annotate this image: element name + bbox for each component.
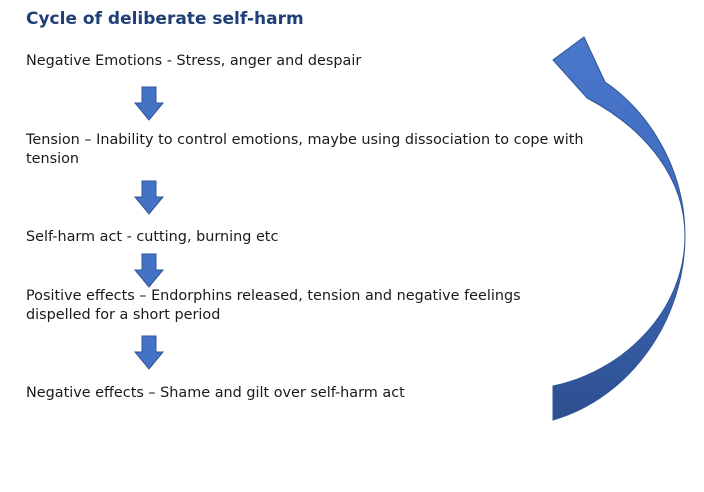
step-tension: Tension – Inability to control emotions,…: [26, 132, 584, 167]
down-arrow-icon: [133, 86, 165, 121]
step-negative-emotions: Negative Emotions - Stress, anger and de…: [26, 53, 362, 69]
step-positive-effects: Positive effects – Endorphins released, …: [26, 288, 521, 323]
down-arrow-icon: [133, 335, 165, 370]
cycle-arrow-icon: [552, 36, 686, 421]
down-arrow-icon: [133, 253, 165, 288]
down-arrow-icon: [133, 180, 165, 215]
step-self-harm-act: Self-harm act - cutting, burning etc: [26, 229, 279, 245]
diagram-title: Cycle of deliberate self-harm: [26, 9, 304, 29]
step-negative-effects: Negative effects – Shame and gilt over s…: [26, 385, 405, 401]
